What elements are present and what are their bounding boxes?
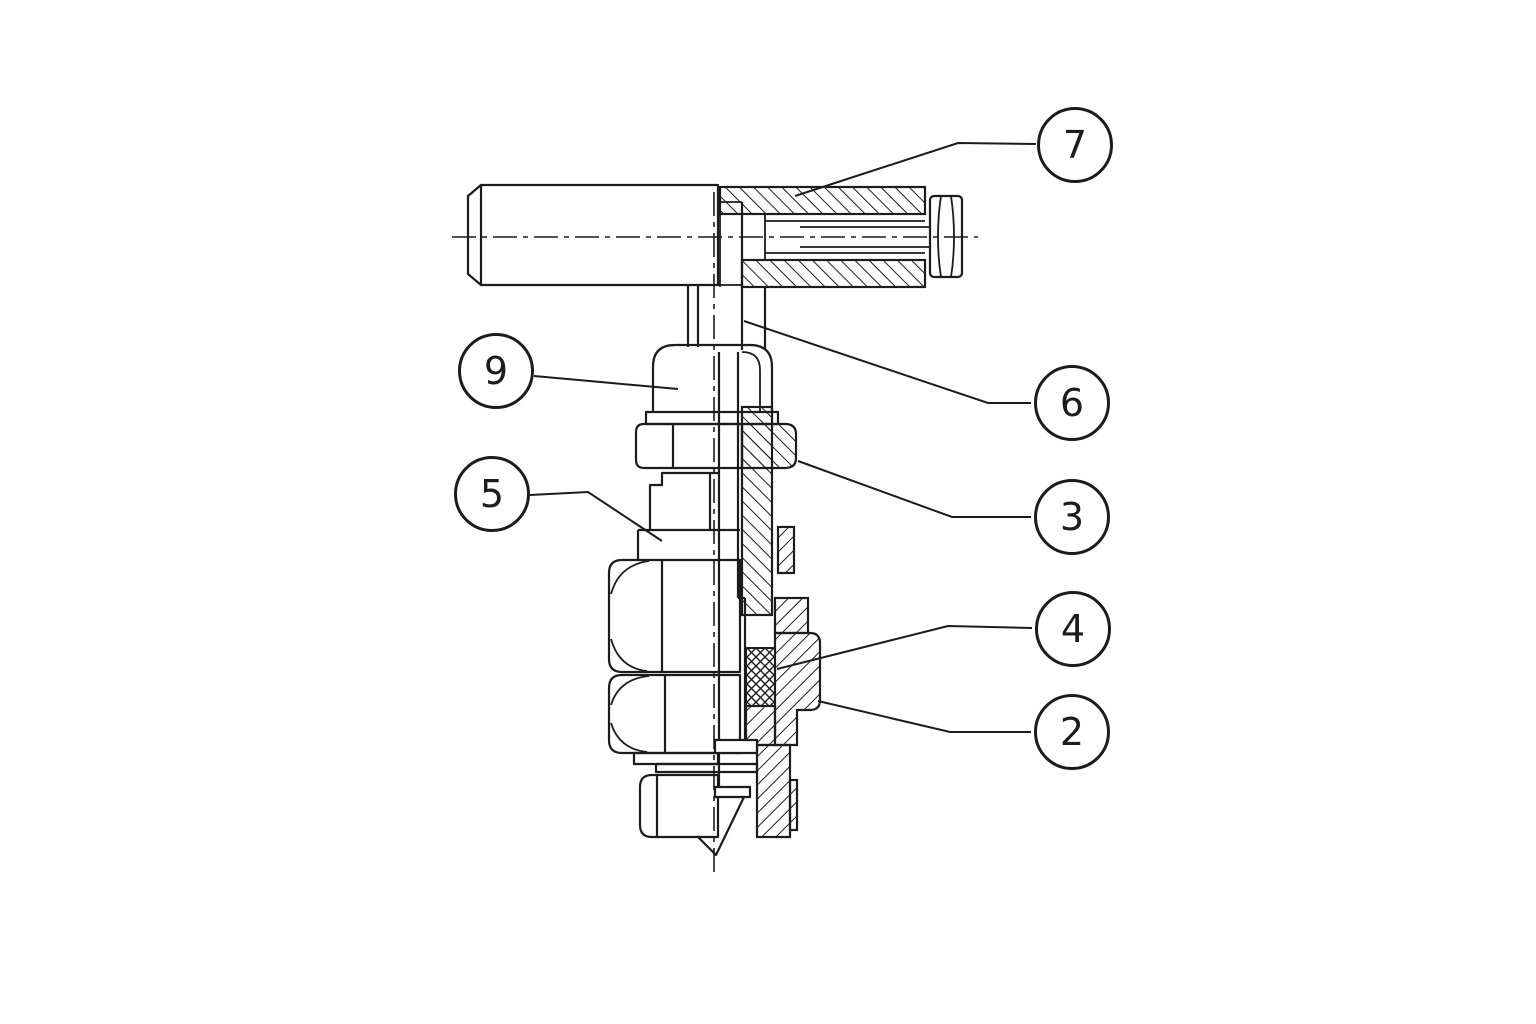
callout-balloon-7: 7 <box>1037 107 1113 183</box>
dome-cap <box>644 343 780 426</box>
bottom-hex-fitting <box>638 773 720 839</box>
leader-3 <box>797 460 1031 518</box>
callout-label: 6 <box>1059 381 1085 425</box>
centerlines <box>452 192 978 876</box>
callout-balloon-6: 6 <box>1034 365 1110 441</box>
leader-5 <box>529 490 663 542</box>
leader-9 <box>533 375 679 390</box>
callout-label: 5 <box>479 472 505 516</box>
gland-sleeve <box>636 528 740 560</box>
washers <box>632 751 759 774</box>
callout-balloon-9: 9 <box>458 333 534 409</box>
callout-label: 2 <box>1059 710 1085 754</box>
callout-balloon-2: 2 <box>1034 694 1110 770</box>
hex-nut-lower <box>607 673 742 755</box>
spacer-cylinder <box>648 471 719 530</box>
callout-label: 7 <box>1062 123 1088 167</box>
leader-6 <box>743 320 1031 404</box>
callout-balloon-3: 3 <box>1034 479 1110 555</box>
leader-7 <box>794 141 1037 197</box>
hex-nut-middle <box>607 558 742 674</box>
leader-4 <box>776 624 1033 670</box>
packing-gland-section <box>718 185 927 289</box>
stem-neck <box>686 285 700 347</box>
callout-balloon-4: 4 <box>1035 591 1111 667</box>
leader-lines <box>529 141 1037 733</box>
hex-nut-upper <box>634 422 744 470</box>
callout-label: 4 <box>1060 607 1086 651</box>
needle-tip <box>696 738 759 857</box>
callout-label: 3 <box>1059 495 1085 539</box>
bonnet-plate <box>740 202 767 350</box>
callout-label: 9 <box>483 349 509 393</box>
callout-balloon-5: 5 <box>454 456 530 532</box>
bonnet-section <box>740 405 798 617</box>
leader-2 <box>817 700 1031 733</box>
handle-bar <box>466 183 720 287</box>
packing-rings-section <box>745 647 776 707</box>
gland-bore-detail <box>718 187 930 287</box>
